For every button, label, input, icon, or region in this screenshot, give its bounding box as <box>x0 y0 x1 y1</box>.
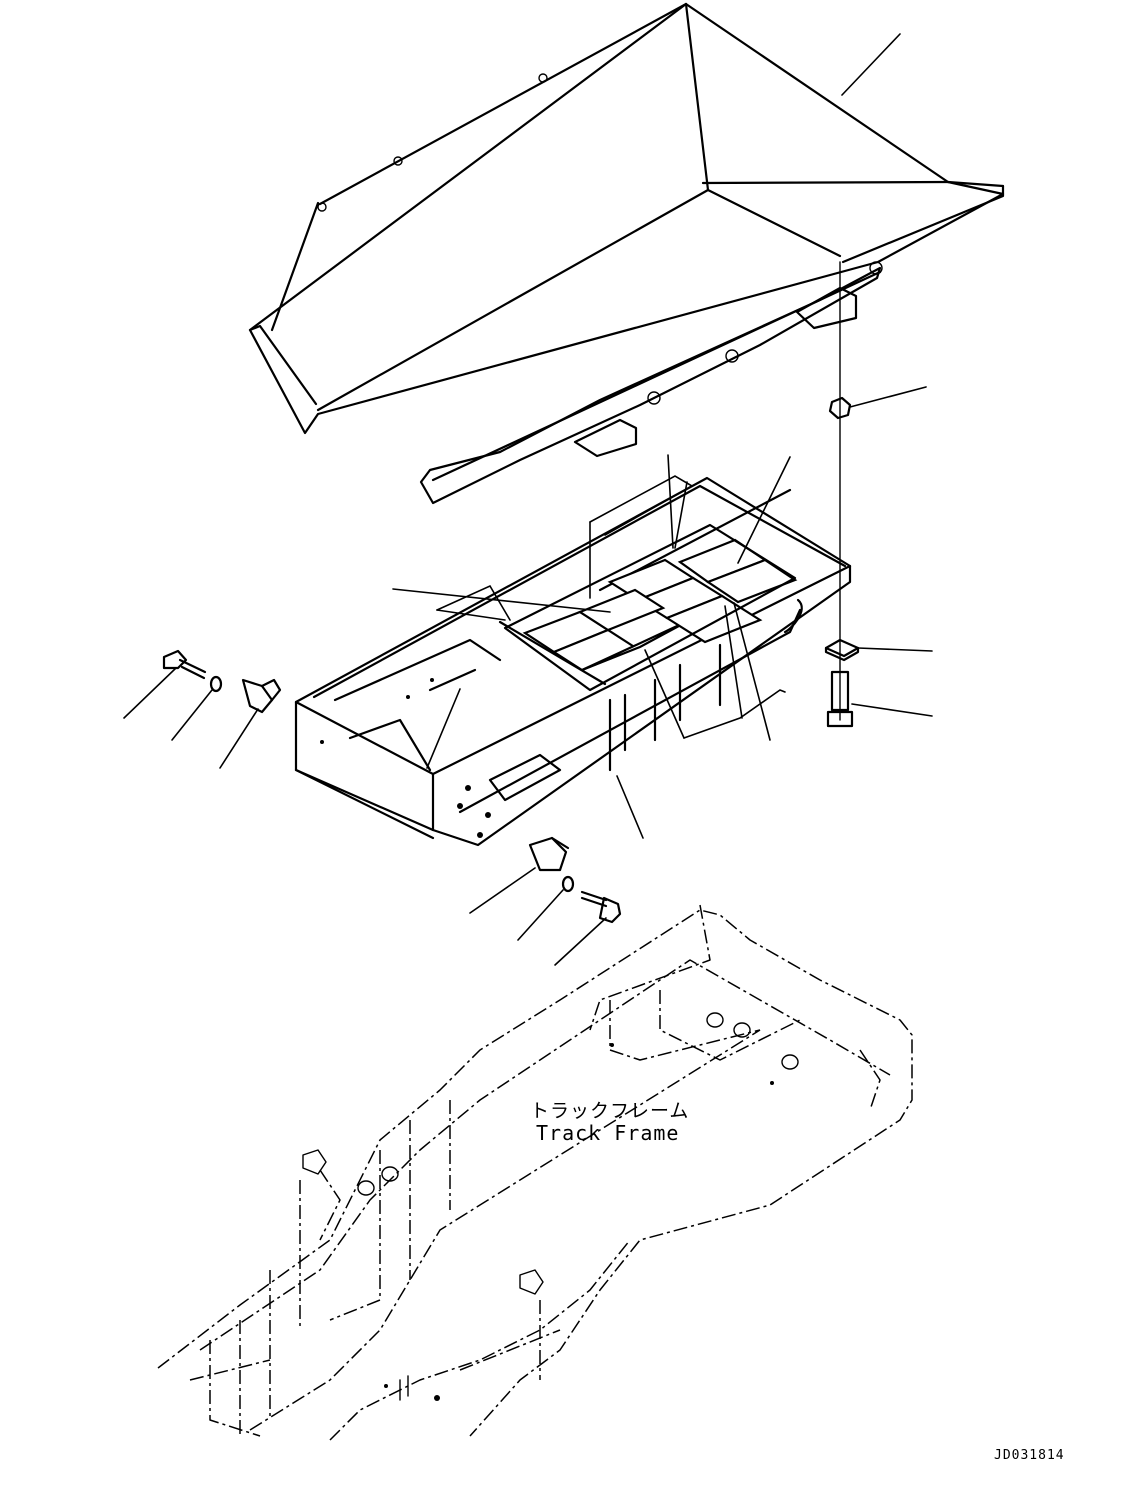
hopper-side-rail <box>419 261 883 505</box>
washer-right <box>561 875 575 893</box>
leader-lines <box>123 33 933 966</box>
long-bolt <box>826 670 854 728</box>
track-frame-label-japanese: トラックフレーム <box>530 1100 690 1122</box>
bracket-left <box>241 678 282 714</box>
track-frame-label-english: Track Frame <box>536 1121 680 1145</box>
drawing-number: JD031814 <box>994 1448 1065 1463</box>
hopper-body <box>248 2 1005 435</box>
base-frame <box>294 476 852 847</box>
washer-left <box>209 675 223 693</box>
track-frame-phantom <box>157 904 913 1441</box>
bolt-left <box>162 649 207 680</box>
bolt-right <box>580 890 622 924</box>
nut <box>828 396 852 420</box>
plate-washer <box>824 638 860 662</box>
bracket-right <box>528 836 570 872</box>
